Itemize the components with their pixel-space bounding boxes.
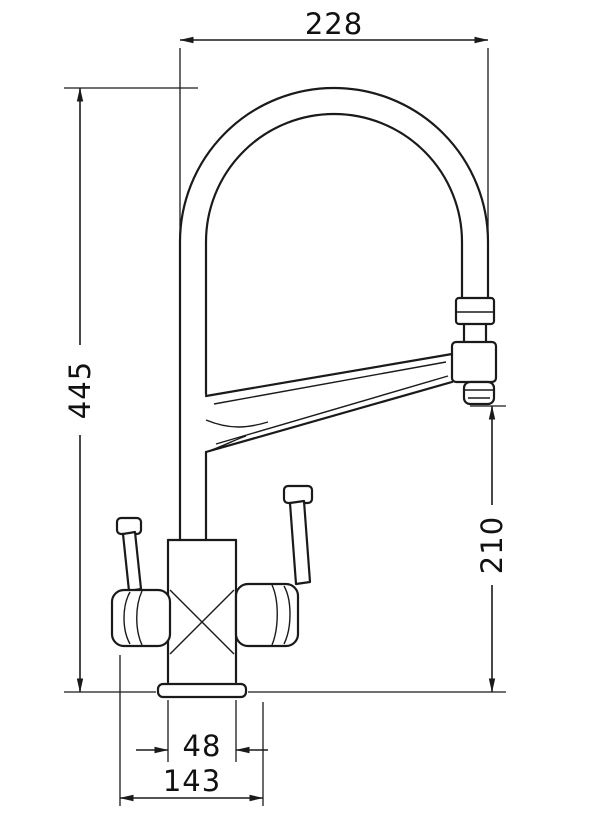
dim-label-top-width: 228 xyxy=(305,7,363,41)
dimension-outlet-height: 210 xyxy=(248,405,509,693)
left-handle-body xyxy=(110,588,172,648)
right-handle-cap xyxy=(282,484,314,505)
left-handle xyxy=(110,516,172,648)
spring-arch xyxy=(178,86,490,542)
faucet-outline xyxy=(110,86,498,699)
dim-label-base-width: 143 xyxy=(163,764,221,798)
nozzle xyxy=(462,380,496,406)
dim-label-body-width: 48 xyxy=(183,729,222,763)
spout-arm xyxy=(204,352,454,454)
right-handle-body xyxy=(234,582,300,648)
base-flange xyxy=(156,682,248,699)
right-handle-lever xyxy=(288,499,312,586)
dim-label-outlet-height: 210 xyxy=(475,516,509,574)
dimension-top-width: 228 xyxy=(179,7,489,250)
dim-label-overall-height: 445 xyxy=(63,361,97,419)
left-handle-cap xyxy=(115,516,143,536)
dimension-body-width: 48 xyxy=(136,700,268,763)
left-handle-lever xyxy=(121,530,143,593)
sprayer-head xyxy=(450,296,498,406)
dimension-base-width: 143 xyxy=(119,655,264,806)
right-handle xyxy=(234,484,314,648)
dimension-overall-height: 445 xyxy=(63,87,198,693)
faucet-body xyxy=(166,538,238,684)
